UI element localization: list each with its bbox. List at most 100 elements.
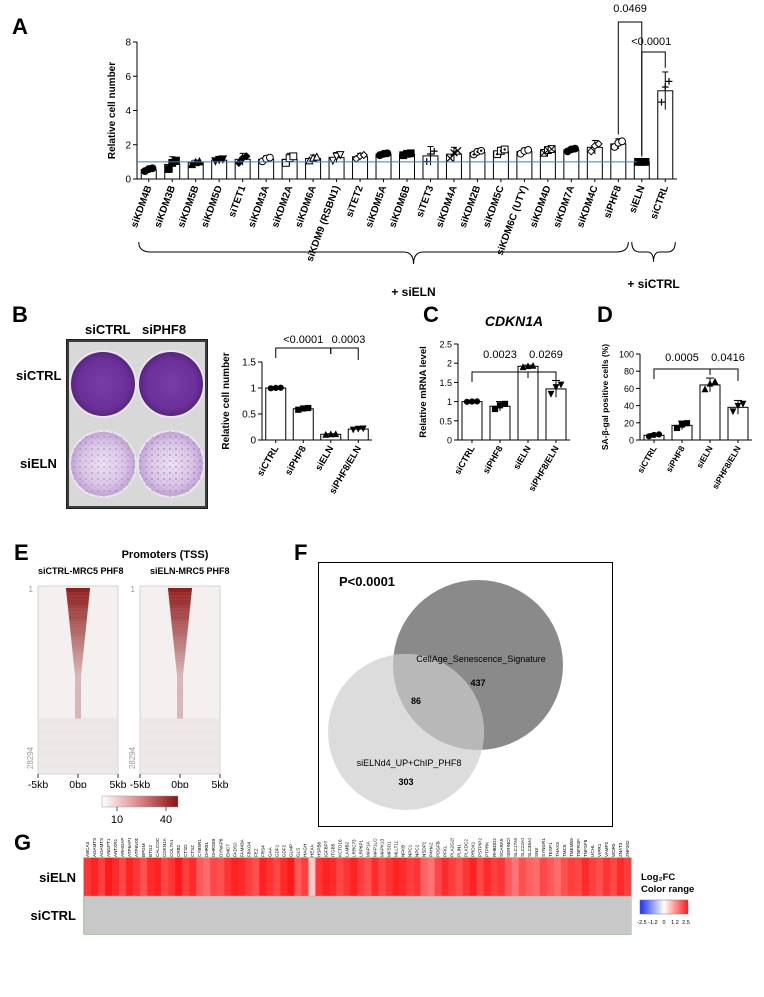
heatmap-signal-row xyxy=(74,673,82,676)
heatmap-background-row xyxy=(39,749,117,751)
heatmap-background-row xyxy=(141,722,219,723)
heatmap-background-row xyxy=(141,741,219,742)
heatmap-cell-sictrl xyxy=(588,896,597,934)
heatmap-signal-row xyxy=(74,670,82,673)
heatmap-background-row xyxy=(39,770,117,772)
data-point-marker xyxy=(706,379,714,387)
heatmap-background-row xyxy=(141,751,219,752)
heatmap-signal-row xyxy=(173,644,187,647)
panel-letter-a: A xyxy=(12,14,28,39)
heatmap-cell-sictrl xyxy=(322,896,330,934)
gene-label: ATP6V0D1 xyxy=(134,838,139,857)
gene-label: UCHL xyxy=(590,844,595,857)
heatmap-signal-row xyxy=(68,614,88,616)
heatmap-signal-row xyxy=(67,598,89,600)
x-tick-label: siKDM6A xyxy=(294,184,319,229)
comparison-bracket xyxy=(653,368,711,379)
heatmap-cell-sictrl xyxy=(406,896,414,934)
heatmap-signal-row xyxy=(66,589,90,591)
y-tick-label: 60 xyxy=(624,384,634,394)
heatmap-background-row xyxy=(141,743,219,744)
plate-column-label-1: siCTRL xyxy=(85,322,131,337)
heatmap-cell-sictrl xyxy=(434,896,442,934)
gene-label: DHRS89 xyxy=(211,838,216,857)
heatmap-cell-sieln xyxy=(301,858,309,896)
heatmap-background-row xyxy=(141,771,219,773)
heatmap-cell-sictrl xyxy=(329,896,337,934)
x-tick-label: siKDM5C xyxy=(481,184,506,229)
venn-set1-count: 437 xyxy=(470,678,485,688)
heatmap-cell-sieln xyxy=(567,858,576,896)
heatmap-signal-row xyxy=(67,601,89,603)
heatmap-signal-row xyxy=(73,659,83,661)
heatmap-cell-sictrl xyxy=(413,896,421,934)
heatmap-cell-sictrl xyxy=(343,896,351,934)
heatmap-background-row xyxy=(141,753,219,754)
heatmap-cell-sictrl xyxy=(399,896,407,934)
data-point-marker xyxy=(524,145,533,154)
heatmap-cell-sieln xyxy=(329,858,337,896)
heatmap-signal-row xyxy=(174,650,186,652)
comparison-pvalue: 0.0416 xyxy=(711,352,745,364)
gene-label: ATP6AP1 xyxy=(127,838,132,857)
heatmap-signal-row xyxy=(74,669,82,671)
data-point-marker xyxy=(468,398,476,405)
heatmap-cell-sictrl xyxy=(98,896,106,934)
heatmap-signal-row xyxy=(175,664,185,667)
heatmap-cell-sieln xyxy=(322,858,330,896)
y-tick-label: 1.5 xyxy=(242,358,256,369)
gene-label: ANGPT1 xyxy=(106,838,111,857)
gene-label: LRRC73 xyxy=(351,839,356,857)
heatmap-cell-sictrl xyxy=(567,896,576,934)
venn-pvalue: P<0.0001 xyxy=(339,574,395,589)
data-point-marker xyxy=(463,398,471,405)
heatmap-cell-sictrl xyxy=(84,896,92,934)
data-point-marker xyxy=(491,405,499,413)
heatmap-cell-sieln xyxy=(147,858,155,896)
data-point-marker xyxy=(450,148,458,157)
heatmap-signal-row xyxy=(66,593,90,596)
gene-label: GDF2 xyxy=(281,844,286,857)
heatmap-signal-row xyxy=(68,612,88,615)
gene-label: RHBDD2 xyxy=(492,838,497,857)
heatmap-cell-sieln xyxy=(196,858,204,896)
x-tick-label: siELN xyxy=(511,444,532,471)
heatmap-signal-row xyxy=(70,635,86,638)
gene-label: SCARA5 xyxy=(499,838,504,857)
legend-scale-label: -2.5 xyxy=(637,920,646,926)
heatmap-cell-sieln xyxy=(511,858,520,896)
heatmap-cell-sictrl xyxy=(112,896,120,934)
gene-label: CTSZ xyxy=(190,845,195,857)
gene-label: VIPR1 xyxy=(597,843,602,857)
heatmap-signal-row xyxy=(72,650,84,652)
heatmap-signal-row xyxy=(69,624,87,626)
heatmap-signal-row xyxy=(75,688,81,690)
gene-label: ADAMTS9 xyxy=(92,838,97,857)
x-tick-label: siTET1 xyxy=(227,184,249,219)
heatmap-signal-row xyxy=(170,612,190,615)
heatmap-signal-row xyxy=(75,695,81,697)
heatmap-cell-sictrl xyxy=(196,896,204,934)
heatmap-background-row xyxy=(141,724,219,726)
heatmap-signal-row xyxy=(177,702,183,705)
heatmap-signal-row xyxy=(169,599,191,602)
heatmap-cell-sictrl xyxy=(532,896,541,934)
heatmap-signal-row xyxy=(169,598,191,600)
heatmap-cell-sictrl xyxy=(133,896,141,934)
heatmap-background-row xyxy=(141,732,219,733)
gene-label: GLMP xyxy=(288,844,293,857)
heatmap-background-row xyxy=(39,736,117,738)
panel-letter-c: C xyxy=(423,302,439,327)
heatmap-signal-row xyxy=(172,631,188,633)
heatmap-cell-sictrl xyxy=(315,896,323,934)
heatmap-signal-row xyxy=(173,637,187,639)
heatmap-background-row xyxy=(141,735,219,737)
gene-label: MAP1A xyxy=(366,840,371,857)
heatmap-cell-sieln xyxy=(91,858,99,896)
heatmap-signal-row xyxy=(75,704,81,706)
y-tick-label: 2.5 xyxy=(439,340,452,350)
heatmap-cell-sieln xyxy=(231,858,239,896)
heatmap-signal-row xyxy=(75,712,81,715)
heatmap-cell-sictrl xyxy=(539,896,548,934)
